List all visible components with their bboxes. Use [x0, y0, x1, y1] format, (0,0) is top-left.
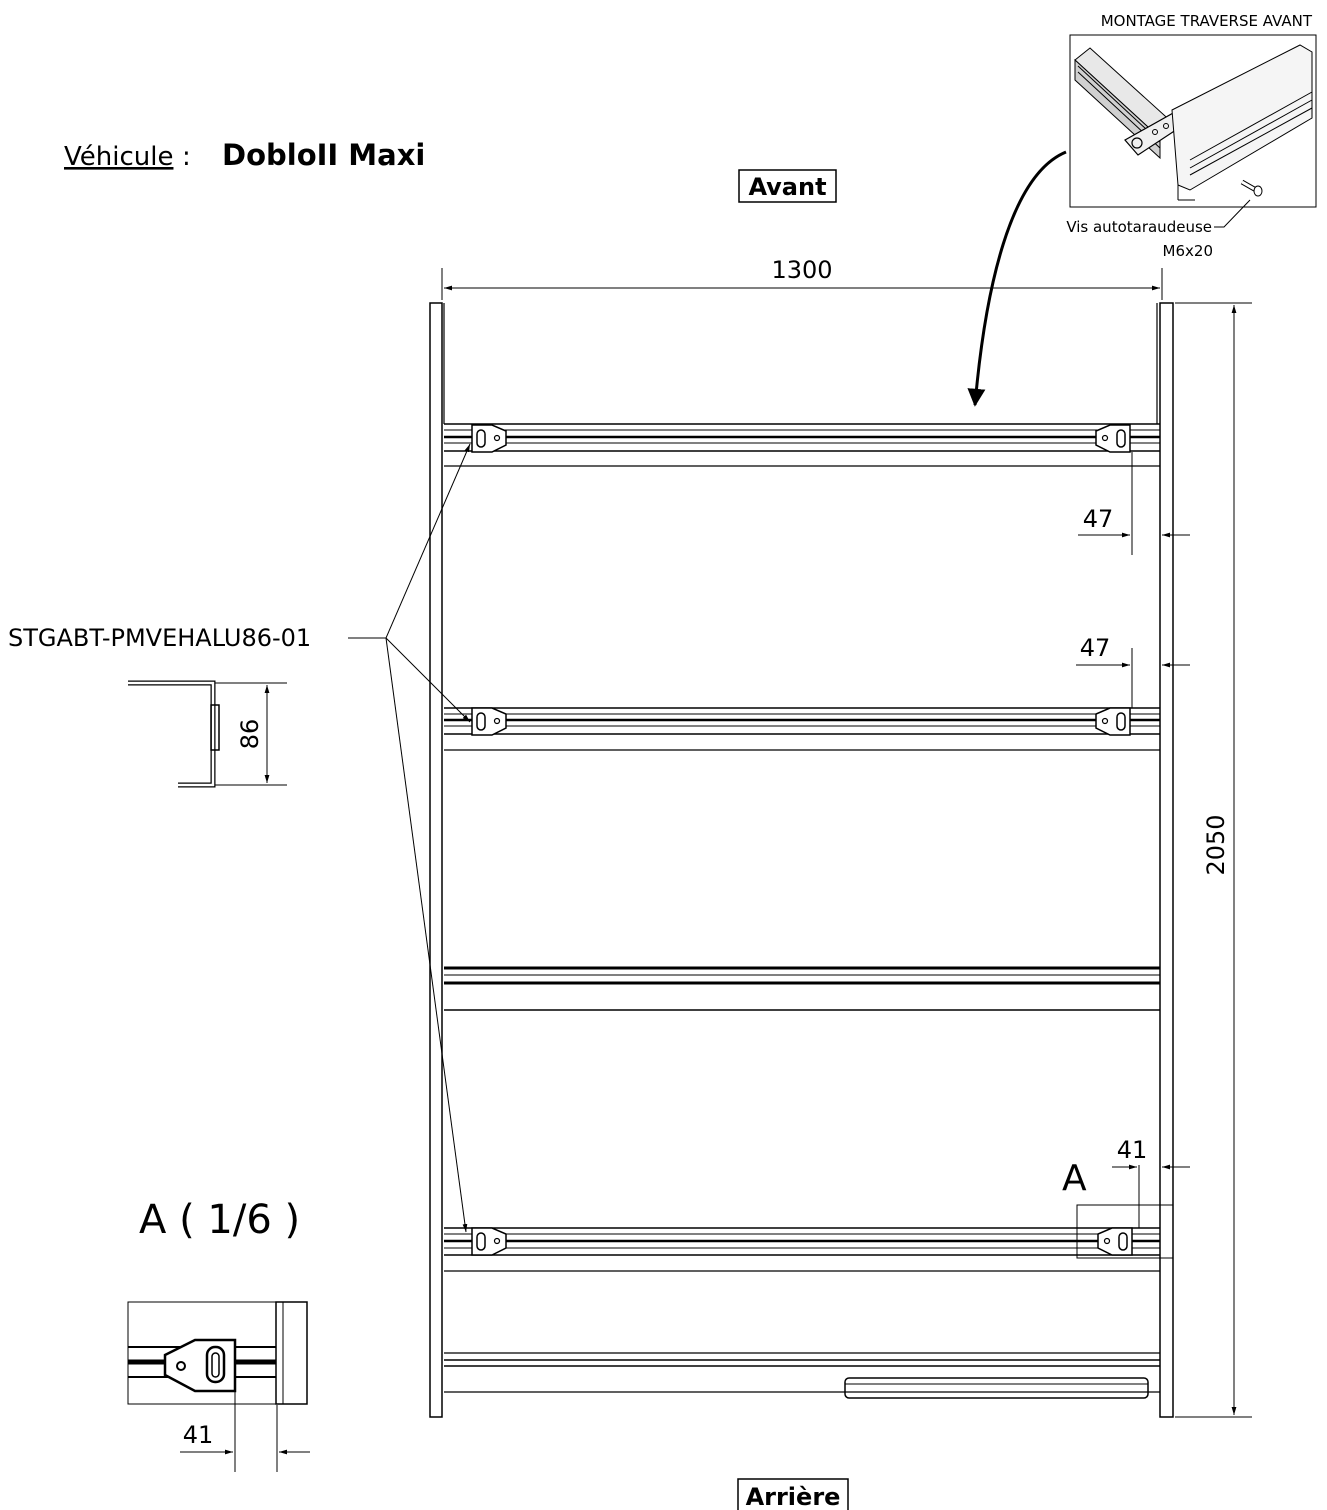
- inset-title: MONTAGE TRAVERSE AVANT: [1101, 12, 1313, 30]
- dim-length-value: 2050: [1202, 814, 1230, 875]
- detail-title: A ( 1/6 ): [139, 1197, 300, 1243]
- traverse-3: [444, 1227, 1160, 1272]
- dim-length: 2050: [1175, 302, 1252, 1418]
- vehicle-separator: :: [182, 142, 191, 172]
- screw-label-line1: Vis autotaraudeuse: [1066, 218, 1212, 236]
- screw-leader: [1214, 199, 1251, 228]
- part-reference-label: STGABT-PMVEHALU86-01: [8, 624, 311, 652]
- vehicle-label: Véhicule: [64, 142, 173, 172]
- bracket-right-3: [1097, 1227, 1133, 1256]
- leader-to-bracket-2: [385, 637, 471, 723]
- detail-bracket: [163, 1338, 237, 1393]
- vehicle-model: DobloII Maxi: [222, 138, 425, 172]
- inset-rail-drawing: [1074, 44, 1313, 201]
- rear-sill: [444, 1352, 1160, 1399]
- dim-offset-1-value: 47: [1083, 505, 1114, 533]
- screw-label-line2: M6x20: [1163, 242, 1213, 260]
- dim-offset-3-value: 41: [1117, 1136, 1148, 1164]
- detail-marker-label: A: [1062, 1158, 1087, 1199]
- dim-width-value: 1300: [771, 256, 832, 284]
- left-side-rail: [429, 302, 443, 1418]
- part-reference: STGABT-PMVEHALU86-01: [8, 443, 471, 1233]
- bracket-left-1: [471, 424, 507, 453]
- bracket-left-2: [471, 707, 507, 736]
- floor-frame: [429, 302, 1174, 1418]
- traverse-1: [444, 423, 1160, 467]
- dim-offset-3: 41: [1112, 1136, 1190, 1228]
- screw-icon: [1240, 179, 1263, 197]
- detail-marker: A: [1062, 1158, 1174, 1259]
- detail-view: A ( 1/6 ) 41: [127, 1197, 310, 1472]
- front-label: Avant: [748, 173, 826, 201]
- inset-pointer-arrow: [967, 150, 1067, 407]
- leader-to-bracket-3: [385, 637, 468, 1233]
- bracket-right-1: [1095, 424, 1131, 453]
- detail-offset-value: 41: [183, 1421, 214, 1449]
- rear-label-box: Arrière: [737, 1478, 849, 1510]
- bracket-left-3: [471, 1227, 507, 1256]
- dim-offset-2: 47: [1076, 634, 1190, 708]
- traverse-2: [444, 707, 1160, 751]
- profile-height-value: 86: [236, 719, 264, 750]
- front-label-box: Avant: [738, 169, 837, 203]
- leader-to-bracket-1: [385, 443, 471, 639]
- dim-offset-2-value: 47: [1080, 634, 1111, 662]
- dim-width: 1300: [441, 256, 1163, 300]
- vehicle-header: Véhicule : DobloII Maxi: [64, 138, 425, 172]
- profile-section: 86: [128, 680, 287, 788]
- rear-label: Arrière: [746, 1483, 841, 1510]
- right-side-rail: [1159, 302, 1174, 1418]
- inset-montage: MONTAGE TRAVERSE AVANT: [1066, 12, 1317, 260]
- dim-offset-1: 47: [1078, 452, 1190, 555]
- bracket-right-2: [1095, 707, 1131, 736]
- central-joint: [444, 966, 1160, 1011]
